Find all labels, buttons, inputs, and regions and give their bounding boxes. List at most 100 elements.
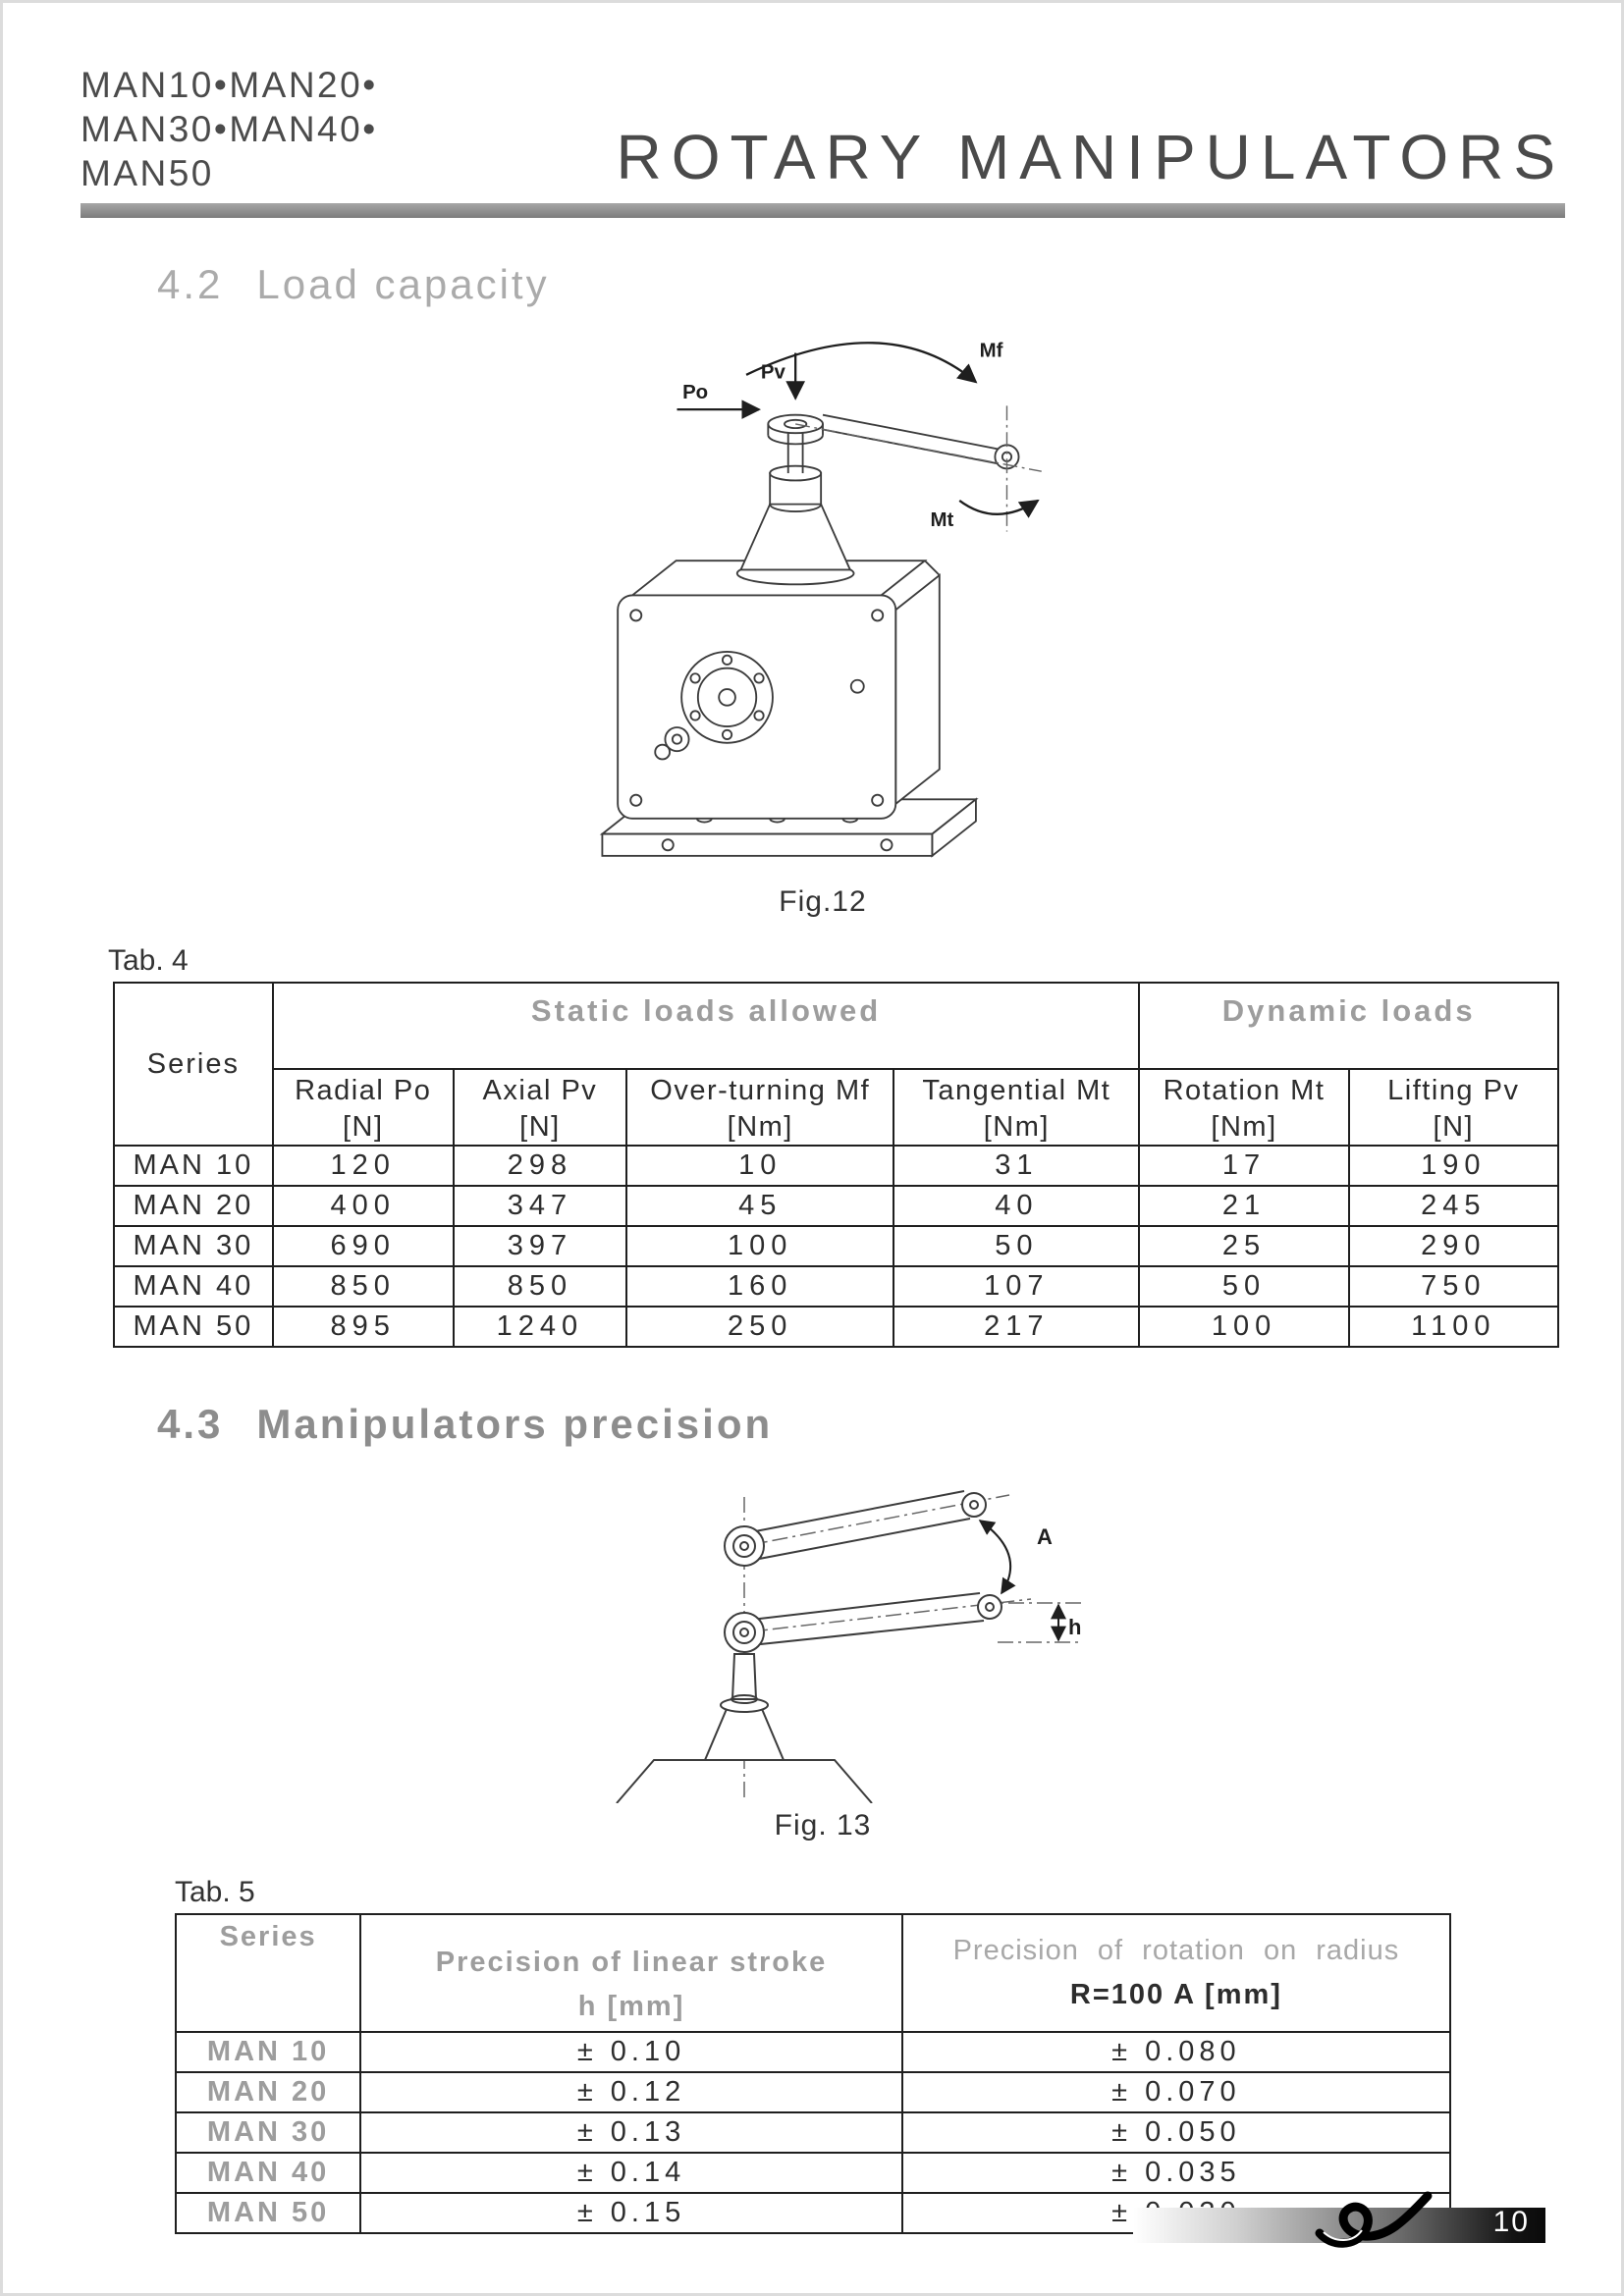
value-cell: 347 xyxy=(452,1184,628,1227)
angle-a-arc xyxy=(978,1519,1016,1595)
col-header-tangential: Tangential Mt[Nm] xyxy=(893,1068,1141,1147)
arm-positions xyxy=(616,1489,1002,1803)
table-row: MAN 20 ± 0.12 ± 0.070 xyxy=(174,2070,1452,2113)
table-row: MAN 20 400 347 45 40 21 245 xyxy=(113,1184,1560,1227)
value-cell: 40 xyxy=(893,1184,1141,1227)
linear-value-cell: ± 0.12 xyxy=(359,2070,903,2113)
linear-value-cell: ± 0.10 xyxy=(359,2030,903,2073)
value-cell: 100 xyxy=(1138,1305,1350,1348)
po-label: Po xyxy=(682,382,708,403)
col-header-name: Over-turning Mf xyxy=(650,1075,871,1107)
col-header-name: Lifting Pv xyxy=(1387,1075,1520,1107)
footer: 10 xyxy=(1133,2188,1545,2251)
series-cell: MAN 40 xyxy=(174,2151,362,2194)
series-cell: MAN 20 xyxy=(174,2070,362,2113)
table-4-label: Tab. 4 xyxy=(108,944,189,978)
table-row: MAN 40 ± 0.14 ± 0.035 xyxy=(174,2151,1452,2194)
col-header-unit: [Nm] xyxy=(1211,1110,1277,1143)
value-cell: 895 xyxy=(271,1305,455,1348)
series-cell: MAN 40 xyxy=(113,1264,274,1308)
linear-stroke-header-line1: Precision of linear stroke xyxy=(435,1946,828,1978)
value-cell: 120 xyxy=(271,1144,455,1187)
value-cell: 850 xyxy=(271,1264,455,1308)
table-row: MAN 10 120 298 10 31 17 190 xyxy=(113,1144,1560,1187)
value-cell: 750 xyxy=(1347,1264,1560,1308)
header-rule xyxy=(81,203,1565,219)
series-cell: MAN 10 xyxy=(174,2030,362,2073)
table-5-label: Tab. 5 xyxy=(175,1875,255,1908)
page-header: MAN10•MAN20• MAN30•MAN40• MAN50 ROTARY M… xyxy=(81,63,1565,195)
col-header-axial: Axial Pv[N] xyxy=(452,1068,628,1147)
group-header-static: Static loads allowed xyxy=(271,982,1141,1071)
h-label: h xyxy=(1068,1615,1081,1639)
col-header-linear-stroke: Precision of linear stroke h [mm] xyxy=(359,1912,903,2033)
series-cell: MAN 30 xyxy=(113,1224,274,1267)
col-header-name: Axial Pv xyxy=(482,1075,598,1107)
group-header-dynamic: Dynamic loads xyxy=(1138,982,1559,1071)
rotation-value-cell: ± 0.070 xyxy=(900,2070,1452,2113)
col-header-lifting: Lifting Pv[N] xyxy=(1347,1068,1560,1147)
col-header-radial: Radial Po[N] xyxy=(271,1068,455,1147)
col-header-unit: [Nm] xyxy=(983,1110,1050,1143)
page-content: MAN10•MAN20• MAN30•MAN40• MAN50 ROTARY M… xyxy=(81,63,1565,2234)
value-cell: 50 xyxy=(893,1224,1141,1267)
models-line-1: MAN10•MAN20• xyxy=(81,65,378,105)
models-line-3: MAN50 xyxy=(81,153,214,194)
value-cell: 397 xyxy=(452,1224,628,1267)
linear-value-cell: ± 0.15 xyxy=(359,2191,903,2234)
table-row: MAN 50 895 1240 250 217 100 1100 xyxy=(113,1305,1560,1348)
figure-13: A h Fig. 13 xyxy=(548,1473,1098,1842)
rotation-header-line2: R=100 A [mm] xyxy=(1069,1978,1282,2010)
col-header-rotation-precision: Precision of rotation on radius R=100 A … xyxy=(900,1912,1452,2033)
table-row: MAN 10 ± 0.10 ± 0.080 xyxy=(174,2030,1452,2073)
models-line-2: MAN30•MAN40• xyxy=(81,109,378,150)
value-cell: 250 xyxy=(625,1305,895,1348)
manipulator-body xyxy=(599,414,979,859)
page-number: 10 xyxy=(1492,2206,1530,2238)
center-lines xyxy=(795,405,1042,532)
dimension-arrows xyxy=(978,1519,1066,1642)
value-cell: 217 xyxy=(893,1305,1141,1348)
value-cell: 107 xyxy=(893,1264,1141,1308)
pv-label: Pv xyxy=(761,362,786,384)
section-4-2-heading: 4.2 Load capacity xyxy=(157,261,1565,308)
series-cell: MAN 50 xyxy=(174,2191,362,2234)
value-cell: 298 xyxy=(452,1144,628,1187)
angle-a-label: A xyxy=(1037,1524,1053,1549)
value-cell: 850 xyxy=(452,1264,628,1308)
mt-label: Mt xyxy=(931,509,954,531)
value-cell: 1100 xyxy=(1347,1305,1560,1348)
series-cell: MAN 30 xyxy=(174,2110,362,2154)
section-number: 4.2 xyxy=(157,261,224,308)
value-cell: 45 xyxy=(625,1184,895,1227)
linear-stroke-header-line2: h [mm] xyxy=(577,1990,685,2022)
rotation-header-line1: Precision of rotation on radius xyxy=(952,1934,1400,1966)
col-header-name: Radial Po xyxy=(295,1075,432,1107)
section-number: 4.3 xyxy=(157,1400,224,1447)
col-header-unit: [N] xyxy=(519,1110,561,1143)
rotation-value-cell: ± 0.050 xyxy=(900,2110,1452,2154)
document-title: ROTARY MANIPULATORS xyxy=(616,122,1565,193)
column-header-row: Radial Po[N] Axial Pv[N] Over-turning Mf… xyxy=(114,1068,1560,1147)
table-row: MAN 30 ± 0.13 ± 0.050 xyxy=(174,2110,1452,2154)
mf-label: Mf xyxy=(980,341,1003,362)
header-row: Series Precision of linear stroke h [mm]… xyxy=(174,1912,1452,2033)
center-lines xyxy=(743,1494,1083,1797)
value-cell: 290 xyxy=(1347,1224,1560,1267)
section-title: Load capacity xyxy=(256,261,550,308)
fig12-drawing: Pv Po Mf Mt xyxy=(599,341,1042,859)
col-header-rotation: Rotation Mt[Nm] xyxy=(1138,1068,1350,1147)
load-arrows xyxy=(677,342,1040,519)
rotation-value-cell: ± 0.035 xyxy=(900,2151,1452,2194)
col-header-unit: [N] xyxy=(1433,1110,1475,1143)
value-cell: 190 xyxy=(1347,1144,1560,1187)
value-cell: 400 xyxy=(271,1184,455,1227)
value-cell: 1240 xyxy=(452,1305,628,1348)
linear-value-cell: ± 0.14 xyxy=(359,2151,903,2194)
col-header-name: Tangential Mt xyxy=(922,1075,1111,1107)
value-cell: 245 xyxy=(1347,1184,1560,1227)
rotation-value-cell: ± 0.080 xyxy=(900,2030,1452,2073)
figure-12: Pv Po Mf Mt Fig.12 xyxy=(568,322,1078,919)
col-header-series: Series xyxy=(174,1912,362,2033)
